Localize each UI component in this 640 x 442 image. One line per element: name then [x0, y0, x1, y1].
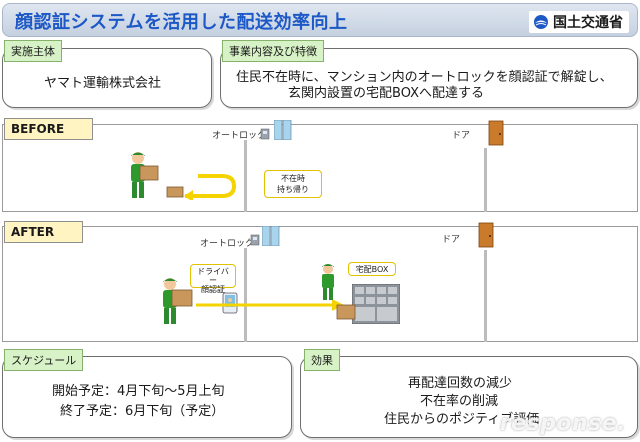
effects-line-3: 住民からのポジティブ評価 — [384, 412, 540, 427]
before-driver-icon — [131, 152, 159, 198]
after-label: AFTER — [4, 221, 84, 243]
before-package-icon — [166, 186, 184, 198]
before-autolock-wall — [244, 140, 247, 212]
delivery-box-icon — [352, 284, 400, 324]
after-driver-2-icon — [322, 264, 334, 300]
project-line-1: 住民不在時に、マンション内のオートロックを顔認証で解錠し、 — [236, 70, 613, 85]
before-door-label: ドア — [452, 131, 471, 141]
project-label: 事業内容及び特徴 — [222, 40, 324, 62]
before-note: 不在時 持ち帰り — [264, 170, 322, 198]
watermark: response. — [499, 411, 626, 436]
face-scanner-icon — [222, 292, 238, 314]
delivery-box-note: 宅配BOX — [348, 262, 396, 276]
effects-line-2: 不在率の削減 — [420, 394, 499, 409]
schedule-end: 終了予定：6月下旬（予定） — [60, 404, 225, 419]
face-auth-note-line-2: 顔認証 — [201, 285, 225, 294]
after-autolock-label: オートロック — [200, 239, 255, 249]
before-intercom-icon — [260, 128, 270, 140]
schedule-label: スケジュール — [4, 349, 84, 371]
implementer-value: ヤマト運輸株式会社 — [44, 76, 162, 91]
before-note-line-2: 持ち帰り — [277, 185, 309, 194]
face-auth-note-line-1: ドライバー — [197, 267, 229, 285]
effects-box — [300, 356, 638, 438]
effects-line-1: 再配達回数の減少 — [408, 376, 513, 391]
schedule-start: 開始予定：4月下旬～5月上旬 — [52, 384, 225, 399]
project-line-2: 玄関内設置の宅配BOXへ配達する — [288, 86, 484, 101]
ministry-badge: 国土交通省 — [529, 11, 629, 33]
after-panel — [2, 226, 638, 342]
before-door-icon — [488, 120, 504, 146]
after-door-icon — [478, 222, 494, 248]
after-package-icon — [336, 304, 356, 320]
after-door-label: ドア — [442, 235, 461, 245]
before-panel — [2, 124, 638, 212]
implementer-label: 実施主体 — [4, 40, 62, 62]
page-title: 顔認証システムを活用した配送効率向上 — [15, 12, 348, 33]
before-note-line-1: 不在時 — [281, 174, 305, 183]
after-autolock-wall — [244, 248, 247, 342]
after-driver-icon — [163, 278, 193, 324]
after-intercom-icon — [250, 234, 260, 246]
before-return-arrow — [184, 174, 237, 200]
title-bar: 顔認証システムを活用した配送効率向上 国土交通省 — [2, 3, 638, 37]
ministry-logo-icon — [534, 15, 548, 29]
after-door-wall — [484, 250, 487, 342]
ministry-name: 国土交通省 — [553, 15, 623, 31]
before-autolock-label: オートロック — [212, 131, 267, 141]
before-door-wall — [484, 148, 487, 212]
effects-label: 効果 — [304, 349, 340, 371]
face-auth-note: ドライバー 顔認証 — [190, 264, 236, 294]
before-glass-door-icon — [274, 120, 292, 140]
before-label: BEFORE — [4, 118, 94, 140]
after-glass-door-icon — [262, 226, 280, 246]
